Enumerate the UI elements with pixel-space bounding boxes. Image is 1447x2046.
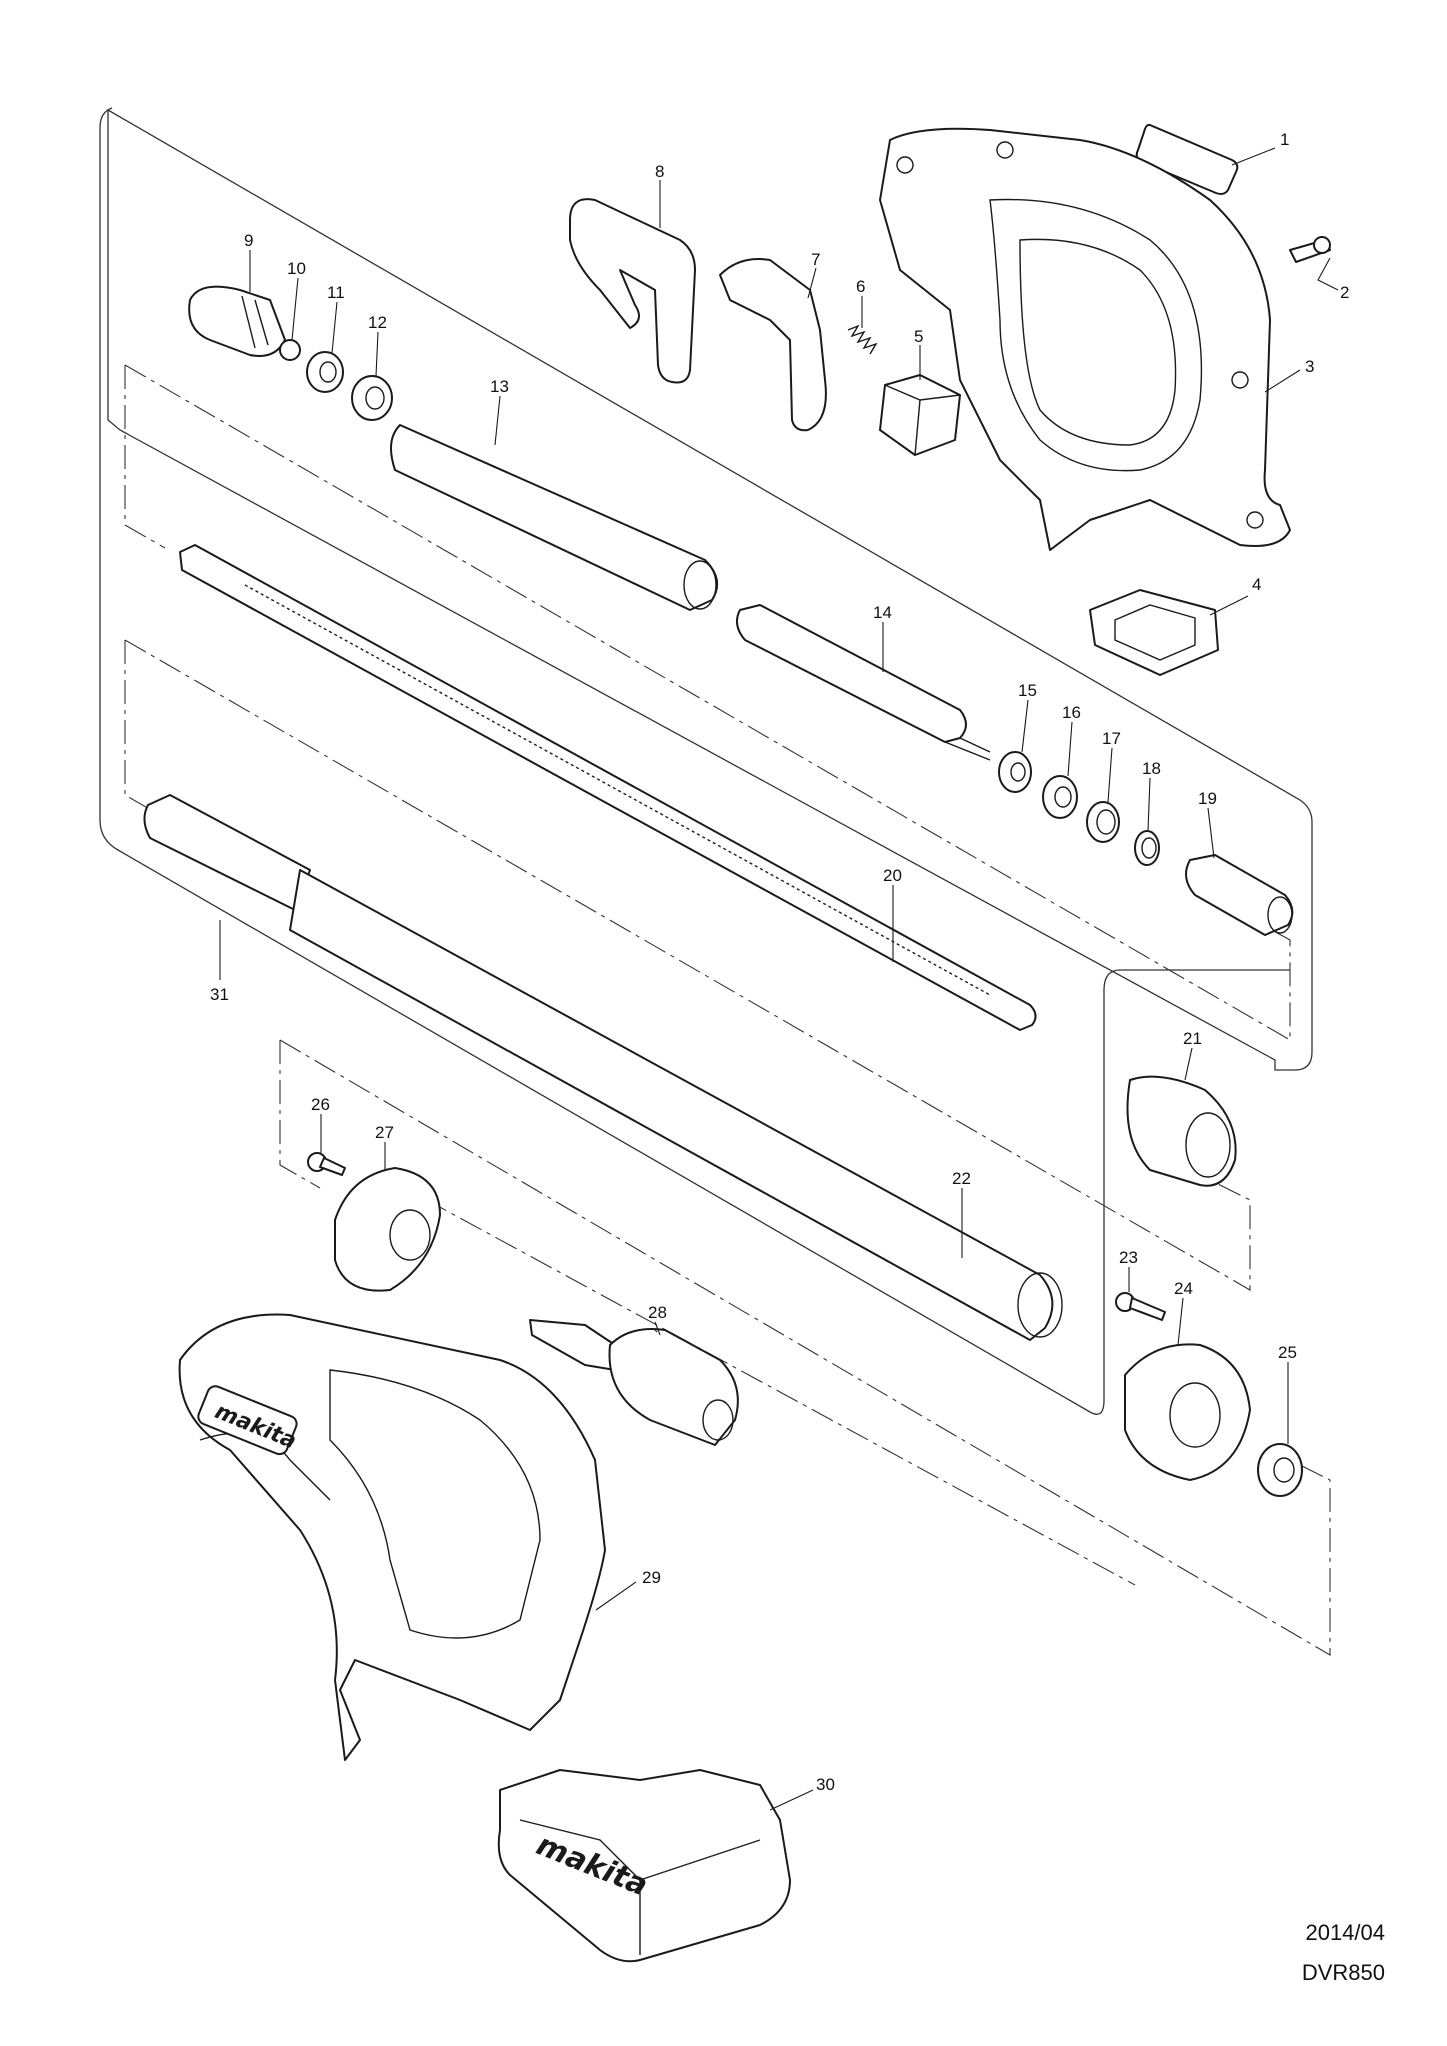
callout-16: 16 (1062, 703, 1081, 722)
part-15-bearing (998, 751, 1032, 793)
callout-27: 27 (375, 1123, 394, 1142)
footer-date: 2014/04 (1305, 1920, 1385, 1945)
part-30-cover (497, 1769, 791, 1963)
guide-line-d (389, 1179, 1136, 1586)
callout-25: 25 (1278, 1343, 1297, 1362)
callout-6: 6 (856, 277, 865, 296)
callout-18: 18 (1142, 759, 1161, 778)
part-20-shaft (179, 544, 1037, 1031)
part-25-bearing (1257, 1443, 1303, 1497)
callout-5: 5 (914, 327, 923, 346)
callout-3: 3 (1305, 357, 1314, 376)
callout-11: 11 (327, 283, 345, 302)
part-22-tube (289, 869, 1063, 1341)
part-14-spindle (735, 604, 991, 761)
callout-15: 15 (1018, 681, 1037, 700)
part-19-sleeve (1185, 854, 1294, 936)
callout-22: 22 (952, 1169, 971, 1188)
callout-12: 12 (368, 313, 387, 332)
callout-30: 30 (816, 1775, 835, 1794)
part-10-ring (279, 339, 301, 361)
callout-19: 19 (1198, 789, 1217, 808)
callout-29: 29 (642, 1568, 661, 1587)
part-8-belt-hook (569, 198, 696, 384)
callout-7: 7 (811, 250, 820, 269)
part-29-handle (178, 1313, 606, 1761)
part-31-tube-end (143, 794, 311, 911)
part-11-bearing (306, 351, 344, 393)
part-2-screw (1289, 236, 1331, 263)
part-6-spring (847, 324, 878, 355)
callout-13: 13 (490, 377, 509, 396)
callout-2: 2 (1340, 283, 1349, 302)
guide-line-a2 (124, 365, 166, 549)
part-17-washer (1086, 801, 1120, 843)
callout-21: 21 (1183, 1029, 1202, 1048)
part-4-switch-base (1089, 589, 1219, 676)
part-3-housing (879, 127, 1291, 551)
callout-9: 9 (244, 231, 253, 250)
part-16-bearing (1042, 775, 1078, 819)
callout-23: 23 (1119, 1248, 1138, 1267)
footer-model: DVR850 (1301, 1960, 1385, 1985)
part-5-switch (879, 374, 961, 456)
part-9-bit-holder (188, 285, 286, 357)
guide-line-c2 (279, 1040, 321, 1189)
leader-lines (219, 147, 1339, 1811)
part-23-screw (1115, 1292, 1166, 1321)
part-18-washer (1134, 830, 1160, 866)
part-27-bracket (334, 1167, 441, 1292)
part-1-label (1135, 123, 1239, 195)
guide-line-c (279, 1039, 1331, 1656)
callout-10: 10 (287, 259, 306, 278)
callout-28: 28 (648, 1303, 667, 1322)
callout-31: 31 (210, 985, 229, 1004)
callout-26: 26 (311, 1095, 330, 1114)
callout-14: 14 (873, 603, 892, 622)
part-12-bearing (351, 375, 393, 421)
callout-20: 20 (883, 866, 902, 885)
callout-4: 4 (1252, 575, 1261, 594)
part-28-motor (529, 1319, 739, 1446)
part-24-flange (1124, 1343, 1251, 1481)
upper-assembly-frame-outline (99, 107, 1290, 1415)
callout-17: 17 (1102, 729, 1121, 748)
part-21-nut (1126, 1075, 1237, 1187)
part-26-screw (307, 1152, 346, 1176)
part-13-sleeve (390, 424, 719, 611)
part-7-lock-lever (719, 258, 827, 432)
callout-8: 8 (655, 162, 664, 181)
guide-line-b2 (124, 640, 166, 819)
upper-assembly-frame (107, 108, 1313, 1071)
callout-labels: 1 2 3 4 5 6 7 8 9 10 11 12 13 14 15 16 1… (210, 130, 1349, 1794)
callout-1: 1 (1280, 130, 1289, 149)
guide-line-b (124, 639, 1251, 1291)
callout-24: 24 (1174, 1279, 1193, 1298)
